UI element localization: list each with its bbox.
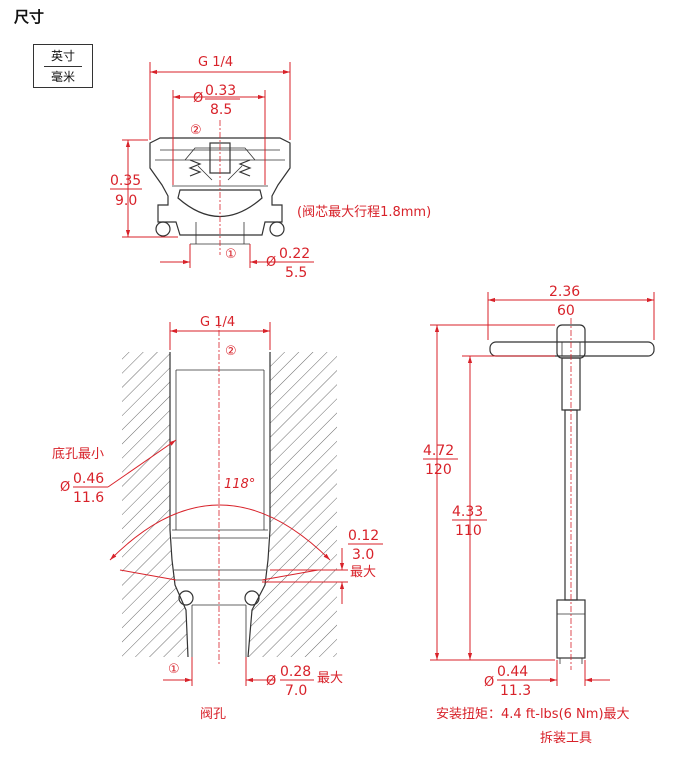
legend-divider [44,66,82,67]
tool-length-inch: 4.72 [423,443,454,459]
tool-shaft-inch: 4.33 [452,504,483,520]
top-bore-mm: 8.5 [210,102,232,118]
top-stroke-note: (阀芯最大行程1.8mm) [297,205,431,220]
tool-tip-mm: 11.3 [500,683,531,699]
tool-width-mm: 60 [557,303,575,319]
unit-legend: 英寸 毫米 [33,44,93,88]
tool-width-inch: 2.36 [549,284,580,300]
tool-tip-dia-symbol: Ø [484,675,494,690]
top-bore-inch: 0.33 [205,83,236,99]
cavity-outlet-inch: 0.28 [280,664,311,680]
cavity-caption: 阀孔 [200,707,226,722]
cavity-bore-inch: 0.46 [73,471,104,487]
cavity-outlet-suffix: 最大 [317,671,343,686]
cavity-port-2: ② [225,344,237,359]
cavity-thread-label: G 1/4 [200,315,235,330]
tool-tip-inch: 0.44 [497,664,528,680]
cavity-depth-mm: 3.0 [352,547,374,563]
valve-cavity-view: G 1/4 ② ① 底孔最小 Ø 0.46 11.6 118° 0.12 3.0… [52,315,383,722]
cavity-depth-inch: 0.12 [348,528,379,544]
cavity-depth-suffix: 最大 [350,565,376,580]
cavity-bore-dia-symbol: Ø [60,480,70,495]
top-bore-dia-symbol: Ø [193,91,203,106]
top-outlet-inch: 0.22 [279,246,310,262]
tool-length-mm: 120 [425,462,452,478]
top-outlet-dia-symbol: Ø [266,255,276,270]
cavity-bore-mm: 11.6 [73,490,104,506]
valve-top-view: G 1/4 Ø 0.33 8.5 ② ① 0.35 9.0 (阀芯最大行程1.8… [110,55,431,281]
legend-unit-mm: 毫米 [50,70,75,84]
tool-caption: 拆装工具 [540,731,592,746]
top-height-mm: 9.0 [115,193,137,209]
cavity-angle-label: 118° [224,477,255,492]
tool-torque-note: 安装扭矩：4.4 ft-lbs(6 Nm)最大 [436,707,630,722]
page-title: 尺寸 [14,8,45,26]
top-port-2: ② [190,123,202,138]
cavity-min-bore-label: 底孔最小 [52,446,104,462]
top-height-inch: 0.35 [110,173,141,189]
top-thread-label: G 1/4 [198,55,233,70]
cavity-port-1: ① [168,662,180,677]
cavity-outlet-mm: 7.0 [285,683,307,699]
top-outlet-mm: 5.5 [285,265,307,281]
legend-unit-inch: 英寸 [50,49,75,63]
tool-shaft-mm: 110 [455,523,482,539]
top-port-1: ① [225,247,237,262]
cavity-outlet-dia-symbol: Ø [266,674,276,689]
tool-view: 2.36 60 4.72 120 4.33 110 Ø 0.44 11.3 安装… [423,284,655,746]
